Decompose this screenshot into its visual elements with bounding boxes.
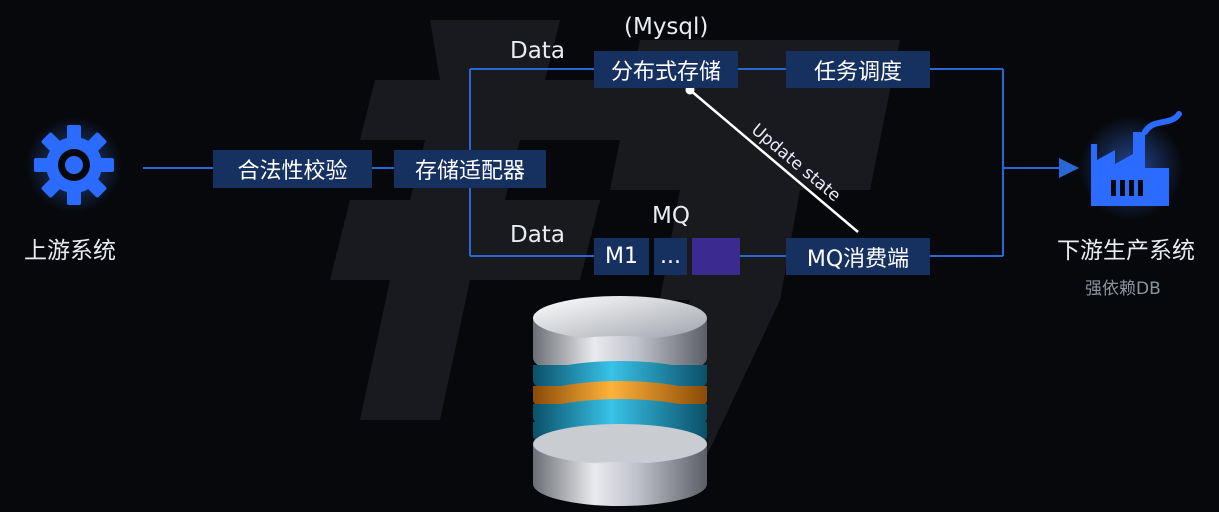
top-data-label: Data [510,38,565,64]
queue-cell [692,238,740,275]
validation-box: 合法性校验 [213,150,372,188]
queue-cell: M1 [594,238,649,275]
storage-adapter-box: 存储适配器 [394,150,546,188]
gear-icon [26,117,122,213]
mq-consumer-box: MQ消费端 [786,238,930,275]
downstream-note: 强依赖DB [1085,279,1161,299]
database-icon [533,296,707,506]
distributed-storage-box: 分布式存储 [594,51,738,88]
queue-cell: ... [654,238,687,275]
downstream-label: 下游生产系统 [1057,238,1195,264]
factory-icon [1079,111,1183,220]
mq-title: MQ [652,203,690,229]
task-scheduler-box: 任务调度 [786,51,930,88]
storage-engine-label: (Mysql) [624,14,709,40]
upstream-label: 上游系统 [24,238,116,264]
bottom-data-label: Data [510,222,565,248]
